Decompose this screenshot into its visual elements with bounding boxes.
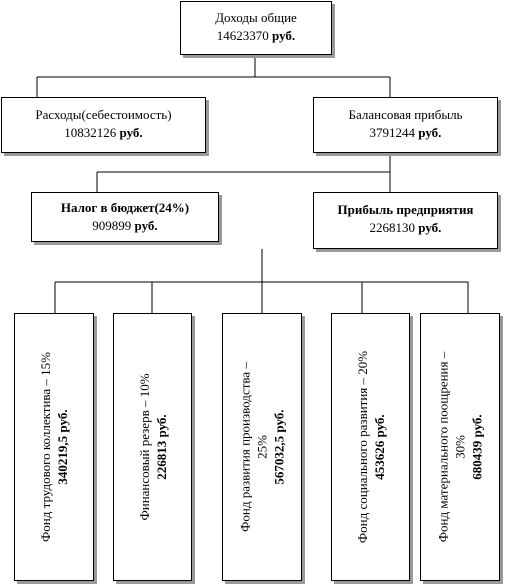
fund-production-development-value: 567032,5 руб. <box>271 409 287 485</box>
income-total-box: Доходы общие 14623370 руб. <box>180 1 332 55</box>
fund-social-development-box: Фонд социального развития – 20% 453626 р… <box>331 313 410 581</box>
fund-social-development-label: Фонд социального развития – 20% <box>354 350 370 544</box>
budget-tax-unit: руб. <box>134 218 158 233</box>
fund-financial-reserve-label: Финансовый резерв – 10% <box>136 373 152 521</box>
fund-production-development-label-2: 25% <box>254 435 270 459</box>
fund-labor-collective-value: 340219,5 руб. <box>55 409 70 485</box>
expenses-box: Расходы(себестоимость) 10832126 руб. <box>1 97 206 153</box>
expenses-unit: руб. <box>119 125 143 140</box>
enterprise-profit-label: Прибыль предприятия <box>337 202 474 217</box>
balance-profit-label: Балансовая прибыль <box>348 107 463 122</box>
fund-financial-reserve-value: 226813 руб. <box>153 414 169 480</box>
fund-social-development-value: 453626 руб. <box>371 414 387 480</box>
fund-labor-collective-label: Фонд трудового коллектива – 15% <box>38 352 53 542</box>
income-total-unit: руб. <box>272 28 296 43</box>
income-total-label: Доходы общие <box>215 10 297 25</box>
enterprise-profit-box: Прибыль предприятия 2268130 руб. <box>313 192 498 249</box>
enterprise-profit-value: 2268130 <box>369 220 416 235</box>
fund-material-incentive-label-2: 30% <box>452 435 468 459</box>
enterprise-profit-unit: руб. <box>418 220 442 235</box>
balance-profit-unit: руб. <box>418 125 442 140</box>
expenses-label: Расходы(себестоимость) <box>35 107 172 122</box>
fund-production-development-label: Фонд развития производства – <box>237 362 253 532</box>
expenses-value: 10832126 <box>64 125 117 140</box>
balance-profit-box: Балансовая прибыль 3791244 руб. <box>313 97 498 153</box>
balance-profit-value: 3791244 <box>369 125 416 140</box>
fund-financial-reserve-box: Финансовый резерв – 10% 226813 руб. <box>113 313 192 581</box>
budget-tax-label: Налог в бюджет(24%) <box>60 200 190 215</box>
income-total-value: 14623370 <box>216 28 269 43</box>
fund-material-incentive-value: 680439 руб. <box>469 414 485 480</box>
fund-material-incentive-label: Фонд материального поощрения – <box>435 351 451 543</box>
fund-labor-collective-box: Фонд трудового коллектива – 15% 340219,5… <box>14 313 94 581</box>
fund-production-development-box: Фонд развития производства – 25% 567032,… <box>222 313 302 581</box>
budget-tax-box: Налог в бюджет(24%) 909899 руб. <box>31 192 219 242</box>
fund-material-incentive-box: Фонд материального поощрения – 30% 68043… <box>420 313 500 581</box>
budget-tax-value: 909899 <box>92 218 132 233</box>
